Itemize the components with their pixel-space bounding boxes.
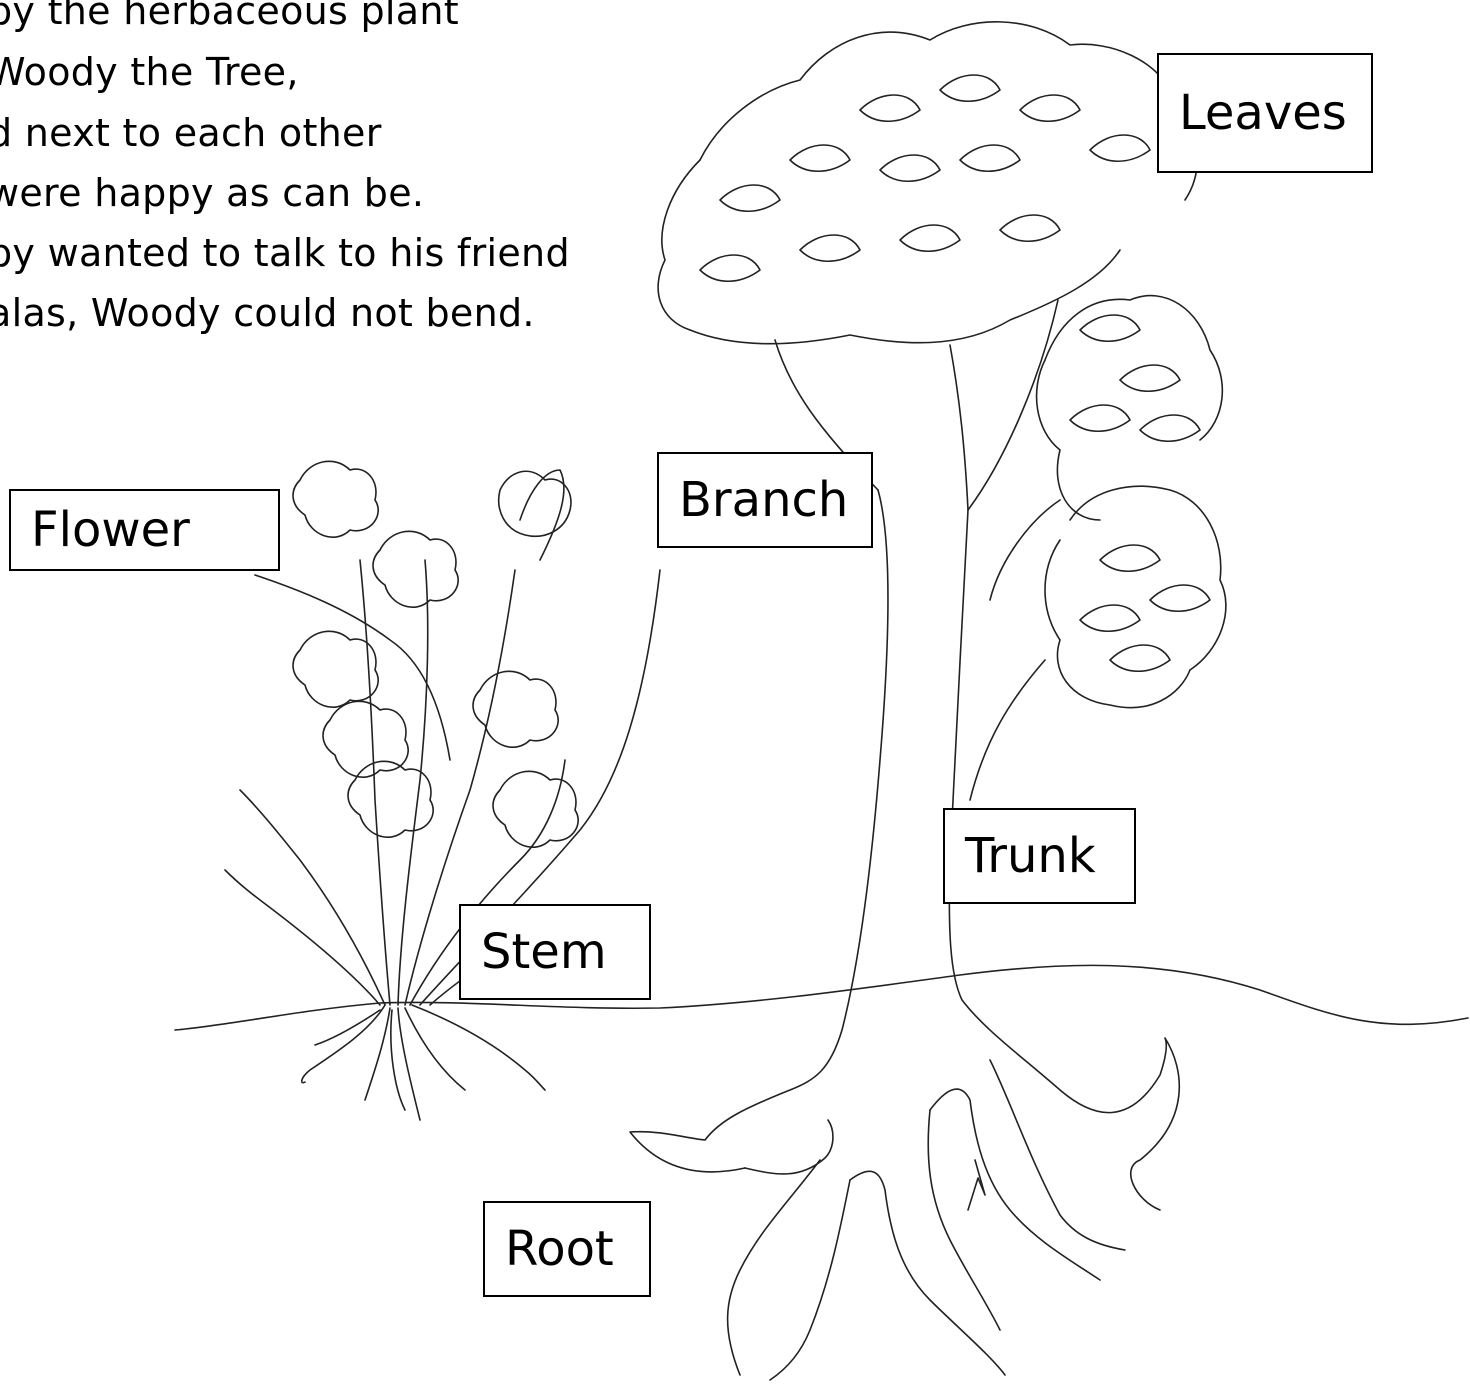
poem-line-3: d next to each other bbox=[0, 110, 382, 156]
label-root: Root bbox=[483, 1201, 651, 1297]
label-stem: Stem bbox=[459, 904, 651, 1000]
plant-roots bbox=[302, 1005, 545, 1120]
tree-trunk bbox=[630, 300, 1179, 1210]
poem-line-6: alas, Woody could not bend. bbox=[0, 290, 535, 336]
poem-line-4: were happy as can be. bbox=[0, 170, 424, 216]
tree-crown bbox=[658, 22, 1226, 708]
ground-line bbox=[175, 965, 1468, 1030]
label-leaves: Leaves bbox=[1157, 53, 1373, 173]
poem-line-2: Woody the Tree, bbox=[0, 49, 299, 95]
label-branch: Branch bbox=[657, 452, 873, 548]
poem-line-1: by the herbaceous plant bbox=[0, 0, 459, 34]
poem-line-5: by wanted to talk to his friend bbox=[0, 230, 570, 276]
label-flower: Flower bbox=[9, 489, 280, 571]
label-trunk: Trunk bbox=[943, 808, 1136, 904]
tree-roots bbox=[728, 1060, 1125, 1380]
